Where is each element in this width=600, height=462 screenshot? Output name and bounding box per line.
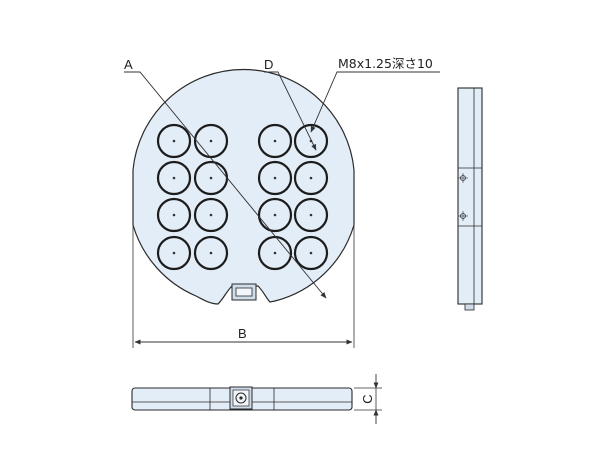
magnet-grid	[156, 123, 329, 271]
front-clamp	[229, 386, 253, 410]
top-view: A D M8x1.25深さ10 B	[124, 56, 440, 348]
magnet-1-3	[257, 123, 293, 159]
clamp-block	[231, 283, 257, 301]
magnet-2-3	[257, 160, 293, 196]
leader-thread-spec	[310, 71, 440, 133]
leader-d	[264, 71, 317, 151]
dimension-b: B	[132, 226, 355, 348]
label-c: C	[360, 394, 375, 403]
label-d: D	[264, 57, 273, 72]
dimension-c: C	[354, 374, 382, 424]
thread-spec-label: M8x1.25深さ10	[338, 56, 433, 71]
side-hole-upper	[458, 173, 468, 183]
magnet-4-2	[193, 235, 229, 271]
label-a: A	[124, 57, 133, 72]
magnet-2-2	[193, 160, 229, 196]
side-hole-lower	[458, 211, 468, 221]
magnet-4-3	[257, 235, 293, 271]
magnet-3-3	[257, 197, 293, 233]
magnet-1-1	[156, 123, 192, 159]
magnet-3-1	[156, 197, 192, 233]
side-view-right	[457, 87, 483, 311]
magnet-4-4	[293, 235, 329, 271]
label-b: B	[238, 326, 247, 341]
magnet-3-2	[193, 197, 229, 233]
leader-a	[124, 71, 327, 299]
magnet-1-2	[193, 123, 229, 159]
magnet-3-4	[293, 197, 329, 233]
magnet-4-1	[156, 235, 192, 271]
magnet-2-1	[156, 160, 192, 196]
magnet-1-4	[293, 123, 329, 159]
front-view-bottom: C	[131, 374, 382, 424]
magnet-2-4	[293, 160, 329, 196]
